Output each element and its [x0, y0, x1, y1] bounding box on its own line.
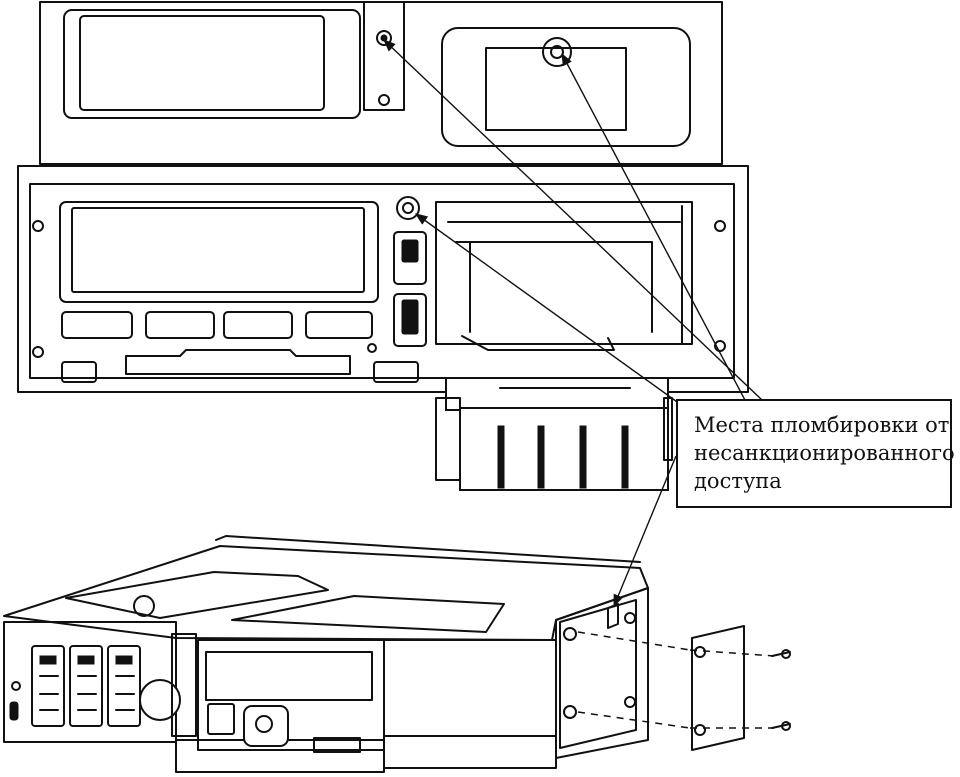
card-slot-2 [393, 293, 427, 347]
power-connector [207, 703, 235, 735]
top-bracket [363, 1, 405, 111]
connector-C [107, 645, 141, 727]
rear-isometric-view [3, 535, 791, 773]
side-mount-plate [559, 599, 637, 749]
connector-B [69, 645, 103, 727]
key-button-4 [305, 311, 373, 339]
antenna-connector [243, 705, 289, 747]
mounting-screws [771, 651, 791, 729]
top-deck [3, 545, 649, 641]
assembly-line-bottom [577, 711, 774, 729]
annotation-callout: Места пломбировки от несанкционированног… [676, 399, 955, 508]
leader-lines [383, 39, 763, 608]
card-slot-1 [393, 231, 427, 285]
printer-bay [435, 201, 693, 345]
top-chassis-plate [39, 1, 723, 165]
annotation-line-1: Места пломбировки от [694, 413, 950, 437]
seal-point-3 [396, 196, 420, 220]
display-window [59, 201, 379, 303]
right-housing [383, 639, 557, 737]
cassette-body [459, 407, 669, 491]
annotation-line-2: несанкционированного [694, 441, 955, 465]
front-fascia [17, 165, 749, 393]
annotation-line-3: доступа [694, 469, 782, 493]
top-left-window [63, 9, 361, 119]
seal-point-2 [542, 37, 572, 67]
key-button-2 [145, 311, 215, 339]
leader-seal-1 [383, 39, 763, 401]
connector-A [31, 645, 65, 727]
top-right-compartment [441, 27, 691, 147]
front-panel-view [17, 1, 749, 491]
top-deck-window [231, 595, 505, 633]
printer-cassette [435, 335, 673, 491]
key-button-1 [61, 311, 133, 339]
leader-seal-3 [414, 213, 681, 405]
key-button-3 [223, 311, 293, 339]
round-connector [139, 679, 181, 721]
leader-seal-4 [613, 455, 677, 608]
right-side-face [555, 587, 649, 759]
assembly-line-top [577, 631, 775, 657]
exploded-bracket [691, 625, 745, 751]
bottom-panel-recess [125, 349, 351, 375]
leader-seal-2 [561, 52, 747, 403]
